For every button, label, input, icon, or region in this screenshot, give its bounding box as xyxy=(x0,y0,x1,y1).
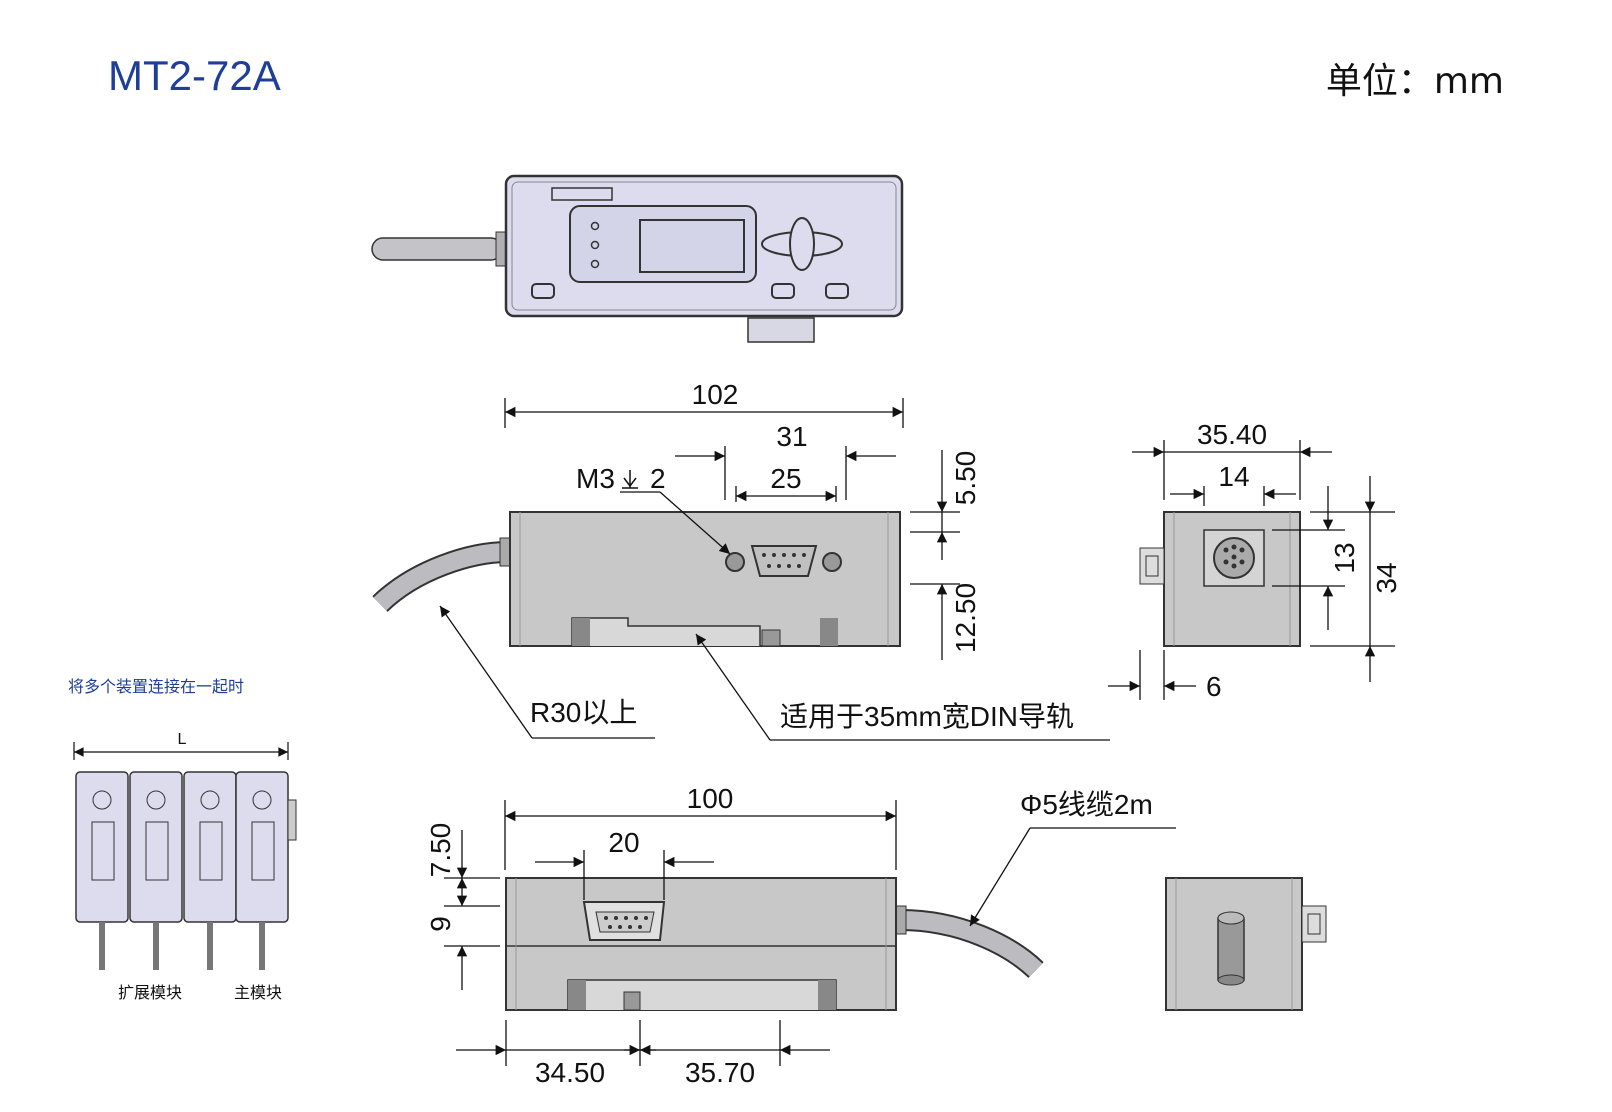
dim-7-50: 7.50 xyxy=(425,823,456,878)
label-main-module: 主模块 xyxy=(234,984,282,1002)
dim-34: 34 xyxy=(1371,562,1402,593)
unit-label: 单位：mm xyxy=(1325,61,1504,102)
multi-unit-caption: 将多个装置连接在一起时 xyxy=(68,678,244,696)
note-bend-radius: R30以上 xyxy=(530,697,637,728)
dim-25: 25 xyxy=(770,463,801,494)
dim-5-50: 5.50 xyxy=(950,451,981,506)
dsub-connector-icon xyxy=(725,545,842,577)
end-view xyxy=(1165,877,1327,1011)
depth-symbol-icon xyxy=(622,470,638,489)
round-connector-icon xyxy=(1213,537,1255,579)
dim-31: 31 xyxy=(776,421,807,452)
module-1 xyxy=(75,771,129,970)
front-panel-view xyxy=(371,174,904,343)
side-view-dimensions xyxy=(1108,440,1395,700)
multi-unit-view xyxy=(73,742,297,970)
dim-9: 9 xyxy=(425,916,456,932)
note-din-rail: 适用于35mm宽DIN导轨 xyxy=(780,701,1074,732)
dim-width-top: 102 xyxy=(692,379,739,410)
top-view-dimensions xyxy=(439,398,1110,741)
bottom-view-dimensions xyxy=(444,800,1176,1066)
dim-6: 6 xyxy=(1206,671,1222,702)
page-title: MT2-72A xyxy=(108,52,281,99)
dpad-icon xyxy=(761,217,843,271)
dsub-connector-bottom-icon xyxy=(582,901,666,941)
side-view xyxy=(1139,511,1301,647)
module-2 xyxy=(129,771,183,970)
bottom-view xyxy=(505,877,1044,1011)
dim-35-70: 35.70 xyxy=(685,1057,755,1088)
top-view xyxy=(372,511,901,647)
note-cable: Φ5线缆2m xyxy=(1020,789,1153,820)
module-4 xyxy=(235,771,297,970)
dim-screw: M3 xyxy=(576,463,615,494)
dim-100: 100 xyxy=(687,783,734,814)
cable-end-icon xyxy=(1217,911,1245,986)
dim-12-50: 12.50 xyxy=(950,583,981,653)
module-3 xyxy=(183,771,237,970)
dim-14: 14 xyxy=(1218,461,1249,492)
dim-34-50: 34.50 xyxy=(535,1057,605,1088)
label-extension-module: 扩展模块 xyxy=(118,984,182,1002)
dim-13: 13 xyxy=(1329,542,1360,573)
dim-35-40: 35.40 xyxy=(1197,419,1267,450)
dim-screw-depth: 2 xyxy=(650,463,666,494)
dim-20: 20 xyxy=(608,827,639,858)
multi-unit-dim: L xyxy=(178,731,187,748)
